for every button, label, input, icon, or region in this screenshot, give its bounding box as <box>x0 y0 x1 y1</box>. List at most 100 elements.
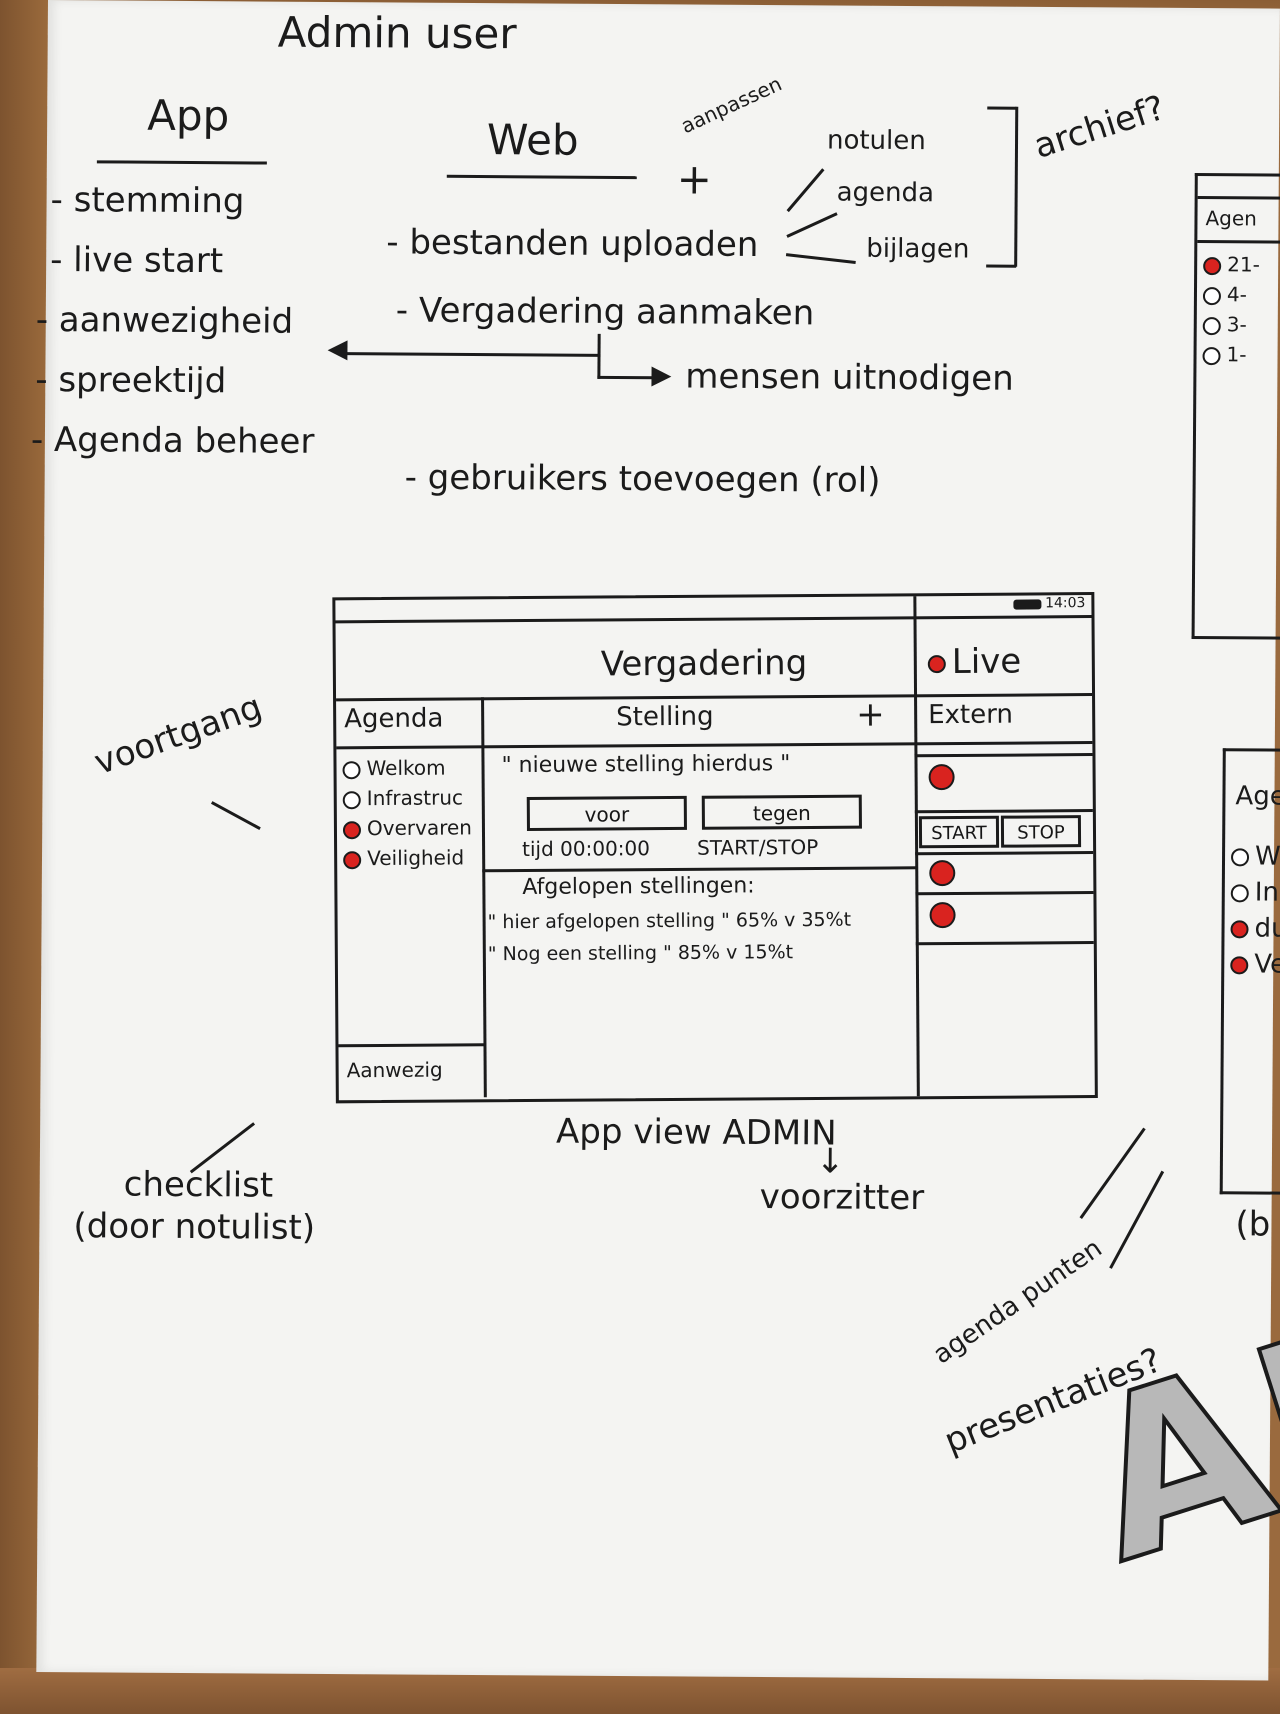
extern-divider <box>915 941 1094 946</box>
web-item: - gebruikers toevoegen (rol) <box>404 457 881 501</box>
add-stelling-button[interactable]: + <box>856 694 885 735</box>
web-heading: Web <box>486 115 579 165</box>
app-item: - stemming <box>50 180 245 222</box>
timer: tijd 00:00:00 <box>522 836 651 862</box>
partial-item: 21- <box>1203 252 1260 276</box>
arrow-head-left: ◀ <box>327 333 348 365</box>
partial-header: Agen <box>1235 781 1280 812</box>
status-time: 14:03 <box>1044 595 1086 612</box>
past-stelling: " hier afgelopen stelling " 65% v 35%t <box>487 908 852 934</box>
arrow-line <box>345 352 601 357</box>
voorzitter-note: voorzitter <box>759 1176 925 1219</box>
partial-item: Ve <box>1230 949 1280 980</box>
app-item: - live start <box>50 240 224 282</box>
extern-divider <box>914 809 1093 814</box>
voortgang-note: voortgang <box>89 686 268 784</box>
checklist-note: checklist <box>123 1164 274 1206</box>
archief-note: archief? <box>1029 87 1170 167</box>
agenda-item[interactable]: Infrastruc <box>342 785 463 810</box>
extern-divider <box>914 753 1093 758</box>
pointer-line <box>1079 1127 1146 1219</box>
check-icon <box>1202 316 1221 335</box>
checklist-sub-note: (door notulist) <box>73 1206 316 1248</box>
status-bar-line <box>335 615 1092 624</box>
partial-line <box>1197 240 1280 244</box>
agenda-column-divider <box>481 697 487 1098</box>
bracket <box>987 106 1018 110</box>
plus-sign: + <box>676 154 713 204</box>
pending-icon <box>342 820 362 839</box>
upload-item: notulen <box>826 125 926 157</box>
start-button[interactable]: START <box>918 815 1000 849</box>
partial-item: 3- <box>1202 312 1247 336</box>
pointer-line <box>210 801 261 830</box>
check-icon <box>1230 883 1249 902</box>
meeting-title: Vergadering <box>600 643 808 685</box>
pending-icon <box>1230 955 1249 974</box>
app-heading-underline <box>96 160 267 165</box>
app-view-wireframe: 14:03 Vergadering Live Agenda Stelling +… <box>332 592 1098 1104</box>
check-icon <box>342 760 361 779</box>
branch-line <box>786 212 838 238</box>
pointer-line <box>1109 1170 1165 1269</box>
mic-icon[interactable] <box>929 902 956 929</box>
live-indicator-icon <box>927 654 946 673</box>
stop-button[interactable]: STOP <box>1000 815 1082 848</box>
pending-icon <box>1203 256 1222 275</box>
partial-item: 1- <box>1202 342 1247 366</box>
page-title: Admin user <box>277 7 517 59</box>
agenda-item[interactable]: Overvaren <box>342 815 472 840</box>
pending-icon <box>343 850 362 869</box>
bracket <box>1014 106 1019 267</box>
app-item: - spreektijd <box>35 359 227 402</box>
stelling-divider <box>482 866 918 873</box>
partial-header: Agen <box>1205 206 1257 231</box>
check-icon <box>1202 286 1222 305</box>
arrow-head-right: ▶ <box>651 360 672 391</box>
agenda-item[interactable]: Veiligheid <box>343 845 464 870</box>
aanwezig-button[interactable]: Aanwezig <box>346 1057 443 1083</box>
mic-icon[interactable] <box>929 860 956 887</box>
partial-item: du <box>1230 913 1280 944</box>
partial-item: 4- <box>1202 282 1247 306</box>
agenda-header: Agenda <box>344 703 444 735</box>
pending-icon <box>1230 919 1249 938</box>
partial-item: In <box>1230 877 1279 908</box>
aanpassen-note: aanpassen <box>677 71 786 139</box>
voor-button[interactable]: voor <box>526 795 687 831</box>
branch-line <box>786 168 825 213</box>
bracket <box>986 264 1017 268</box>
check-icon <box>1202 346 1221 365</box>
arrow-line <box>597 333 601 379</box>
partial-caption: (b <box>1235 1204 1271 1245</box>
aanwezig-divider <box>338 1043 485 1048</box>
tegen-button[interactable]: tegen <box>701 794 862 830</box>
partial-item: W <box>1230 841 1280 872</box>
current-stelling: " nieuwe stelling hierdus " <box>501 751 791 779</box>
stelling-header: Stelling <box>616 701 714 733</box>
invite-note: mensen uitnodigen <box>685 356 1014 399</box>
start-stop-button[interactable]: START/STOP <box>697 834 819 860</box>
extern-divider <box>915 851 1094 856</box>
column-header-divider <box>336 741 1093 750</box>
partial-line <box>1197 196 1280 200</box>
extern-header: Extern <box>928 699 1013 731</box>
live-toggle[interactable]: Live <box>927 642 1021 683</box>
past-header: Afgelopen stellingen: <box>522 873 755 901</box>
web-heading-underline <box>446 174 637 180</box>
partial-wireframe-bottom: Agen W In du Ve <box>1219 748 1280 1195</box>
check-icon <box>342 790 361 809</box>
big-letters: ADI <box>1056 1228 1280 1613</box>
app-item: - aanwezigheid <box>35 299 294 342</box>
partial-wireframe-top: Agen 21- 4- 3- 1- <box>1191 173 1280 640</box>
branch-line <box>785 253 856 264</box>
app-view-caption: App view ADMIN <box>555 1111 837 1154</box>
mic-icon[interactable] <box>928 764 955 791</box>
upload-item: bijlagen <box>866 233 970 265</box>
agenda-item[interactable]: Welkom <box>342 756 446 781</box>
web-item: - bestanden uploaden <box>386 222 759 265</box>
extern-divider <box>915 891 1094 896</box>
web-item: - Vergadering aanmaken <box>395 290 815 334</box>
check-icon <box>1230 847 1250 866</box>
paper-sheet: Admin user App - stemming - live start -… <box>31 0 1280 1681</box>
